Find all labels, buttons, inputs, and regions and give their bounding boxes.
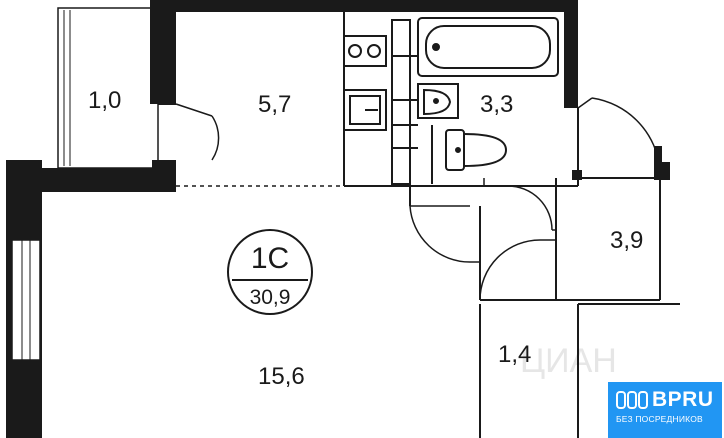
kitchen-area: 5,7: [258, 91, 291, 118]
logo-subtitle: БЕЗ ПОСРЕДНИКОВ: [616, 414, 703, 424]
bathroom-area: 3,3: [480, 91, 513, 118]
watermark-text: ЦИАН: [520, 342, 617, 380]
apartment-total-area: 30,9: [250, 286, 291, 309]
logo-brand: BPRU: [652, 388, 714, 411]
storage-area: 3,9: [610, 227, 643, 254]
closet-area: 1,4: [498, 341, 531, 368]
kitchen-fixtures: [343, 19, 433, 185]
balcony-area: 1,0: [88, 87, 121, 114]
bathroom-fixtures: [417, 17, 559, 171]
door-swings: [175, 97, 661, 301]
apartment-badge: 1С 30,9: [227, 229, 313, 315]
living-room-area: 15,6: [258, 363, 305, 390]
people-icon: [616, 391, 648, 409]
bpru-logo: BPRU БЕЗ ПОСРЕДНИКОВ: [608, 382, 722, 438]
apartment-type: 1С: [251, 242, 289, 275]
door-frame: [572, 146, 662, 180]
left-window: [11, 239, 41, 361]
